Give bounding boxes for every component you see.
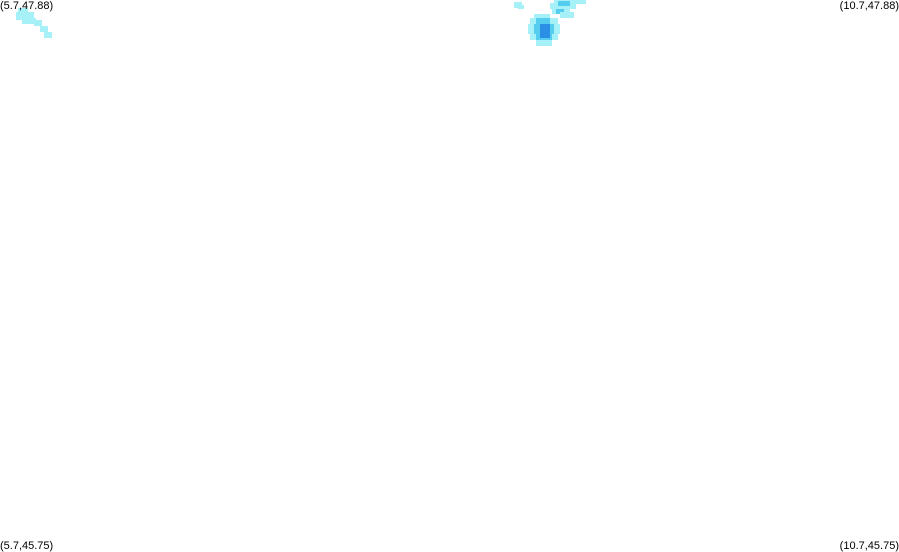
precipitation-cell	[40, 26, 48, 32]
corner-label-bottom-right: (10.7,45.75)	[839, 540, 899, 552]
precipitation-cell	[560, 12, 574, 18]
precipitation-cell	[534, 14, 550, 20]
precipitation-cell	[18, 8, 28, 14]
corner-label-top-left: (5.7,47.88)	[0, 0, 54, 12]
precipitation-cell	[16, 12, 34, 20]
precipitation-cell	[518, 5, 524, 9]
corner-label-bottom-left: (5.7,45.75)	[0, 540, 54, 552]
precipitation-cell	[536, 40, 552, 46]
precipitation-cell	[44, 32, 52, 38]
precipitation-cell	[556, 9, 564, 14]
precipitation-cell	[558, 1, 570, 6]
precipitation-cell	[536, 18, 550, 24]
precipitation-cell	[34, 20, 42, 26]
corner-label-top-right: (10.7,47.88)	[839, 0, 899, 12]
precipitation-cell	[22, 18, 36, 24]
storm-core	[540, 24, 550, 38]
